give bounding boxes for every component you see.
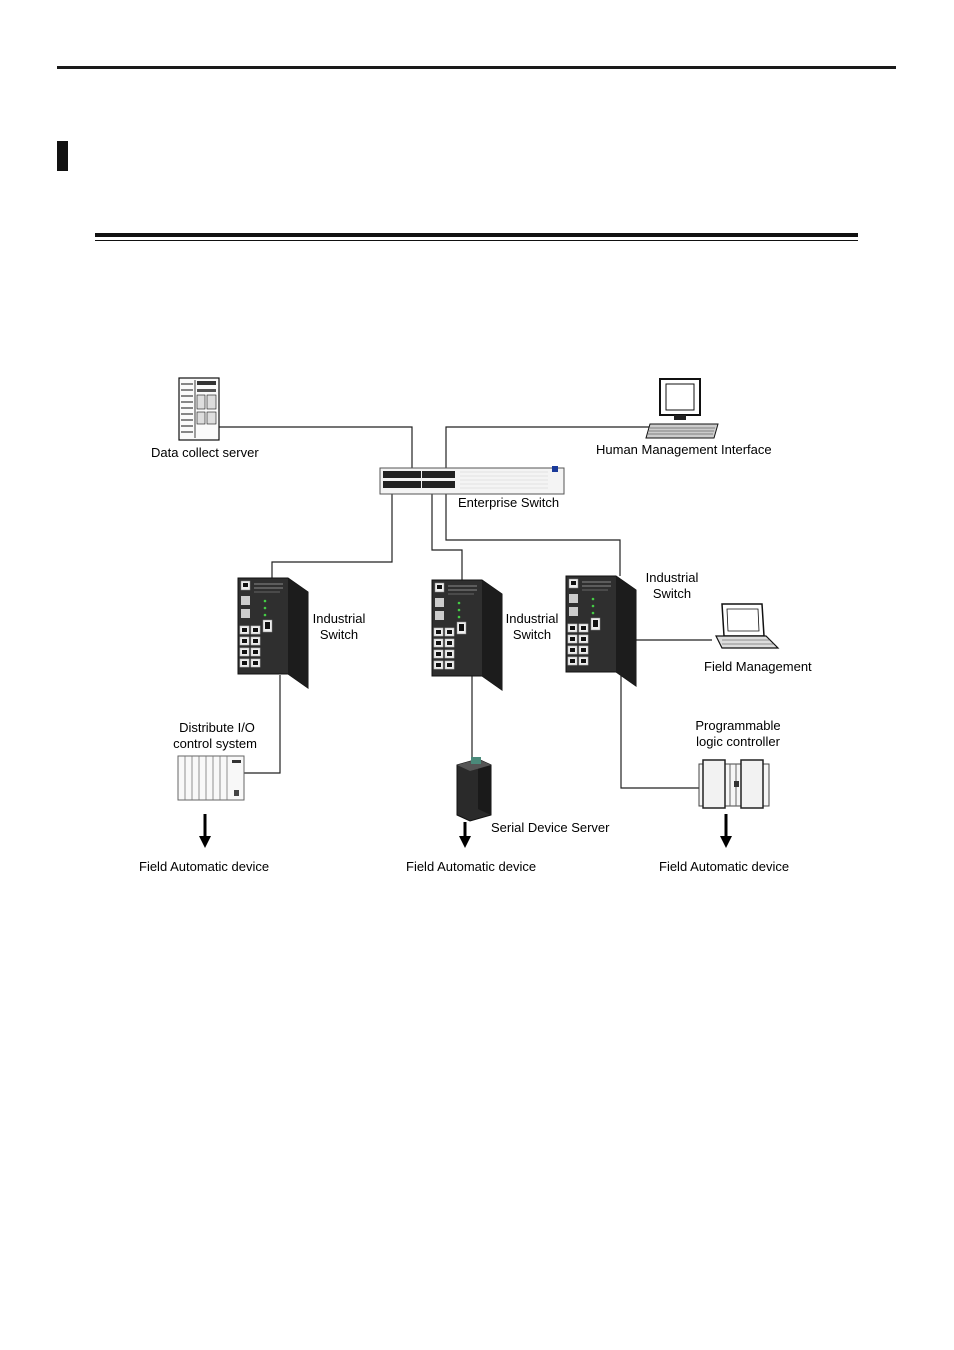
server-icon [179,378,219,440]
computer-icon [646,379,718,438]
label-industrial-switch-right-line1: Industrial [646,570,699,585]
arrow-down-icon-right [720,814,732,848]
label-hmi: Human Management Interface [596,442,772,457]
io-rack-icon [178,756,244,800]
label-enterprise-switch: Enterprise Switch [458,495,559,510]
label-field-management: Field Management [704,659,812,674]
label-field-device-mid: Field Automatic device [406,859,536,874]
industrial-switch-mid-icon [432,580,502,690]
label-industrial-switch-left-line2: Switch [320,627,358,642]
arrow-down-icon-mid [459,822,471,848]
plc-icon [699,760,769,808]
label-distribute-io-line2: control system [173,736,257,751]
label-plc-line1: Programmable [695,718,780,733]
label-distribute-io-line1: Distribute I/O [179,720,255,735]
label-industrial-switch-right-line2: Switch [653,586,691,601]
label-industrial-switch-left-line1: Industrial [313,611,366,626]
label-data-server: Data collect server [151,445,259,460]
arrow-down-icon-left [199,814,211,848]
label-field-device-right: Field Automatic device [659,859,789,874]
serial-server-icon [457,757,491,821]
industrial-switch-right-icon [566,576,636,686]
industrial-switch-left-icon [238,578,308,688]
laptop-icon [716,604,778,648]
label-industrial-switch-mid-line1: Industrial [506,611,559,626]
label-serial-server: Serial Device Server [491,820,610,835]
enterprise-switch-icon [380,466,564,494]
label-plc-line2: logic controller [696,734,780,749]
label-field-device-left: Field Automatic device [139,859,269,874]
label-industrial-switch-mid-line2: Switch [513,627,551,642]
